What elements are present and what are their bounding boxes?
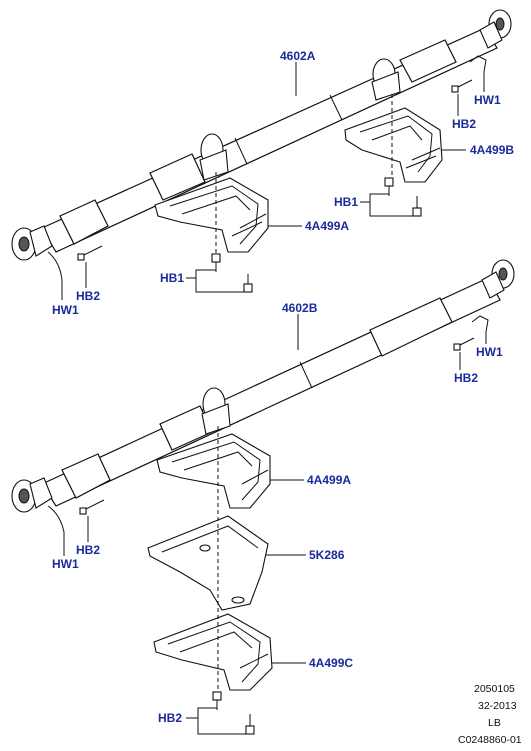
heat-shield-5k286 [147,515,269,611]
label-hb2-right-bottom: HB2 [454,371,478,385]
hardware-front-bottom [47,499,105,533]
label-hb2-right-top: HB2 [452,117,476,131]
label-hw1-right-top: HW1 [474,93,501,107]
reference-line-4: C0248860-01 [458,734,522,746]
bracket-4a499a-top [154,177,269,253]
bracket-4a499a-bottom [156,433,271,509]
leader-lines [61,62,487,735]
bracket-4a499c [153,613,273,691]
label-4a499a-top: 4A499A [305,219,349,233]
label-4602b: 4602B [282,301,318,315]
bolt-hb1-b [384,177,422,217]
label-hw1-left-bottom: HW1 [52,557,79,571]
label-hb2-left-top: HB2 [76,289,100,303]
propeller-shaft-4602a [11,9,512,261]
label-hb1-top: HB1 [160,271,184,285]
propeller-shaft-4602b [11,259,515,513]
label-hb2-bottom: HB2 [158,711,182,725]
label-4a499b: 4A499B [470,143,514,157]
reference-line-3: LB [488,717,501,729]
label-hb2-left-bottom: HB2 [76,543,100,557]
bolt-hb2-bottom [212,691,255,735]
reference-line-1: 2050105 [474,683,515,695]
label-hb1-right: HB1 [334,195,358,209]
label-5k286: 5K286 [309,548,345,562]
label-4602a: 4602A [280,49,316,63]
hardware-front-top [47,245,103,281]
bolt-hb1-a [211,253,253,293]
label-hw1-right-bottom: HW1 [476,345,503,359]
reference-line-2: 32-2013 [478,700,517,712]
hardware-rear-bottom [453,315,489,351]
label-hw1-left-top: HW1 [52,303,79,317]
hardware-rear-top [451,55,487,93]
bracket-4a499b [344,107,443,183]
label-4a499c: 4A499C [309,656,353,670]
label-4a499a-bottom: 4A499A [307,473,351,487]
